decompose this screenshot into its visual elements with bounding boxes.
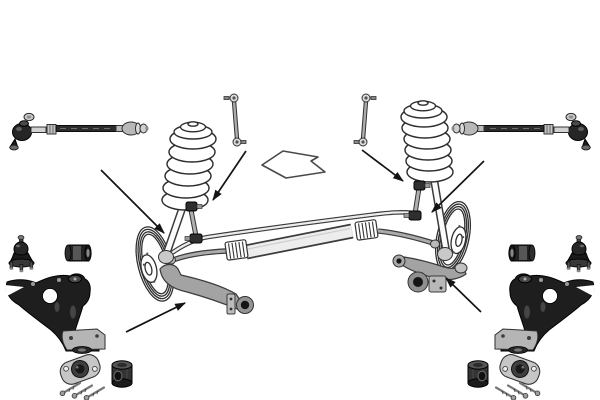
control-arm-bushing-right [508,244,536,262]
control-arm-mounted-right [392,254,468,293]
control-arm-right [494,273,596,354]
subframe-bushing-right [467,360,489,388]
stabilizer-link-left [224,94,246,146]
annotation-arrows [100,149,485,333]
tie-rod-assembly-right [451,112,591,151]
stabilizer-link-right [354,94,376,146]
control-arm-left [4,273,106,354]
drop-link-mounted-left [184,201,203,244]
pointer-arrow [361,149,404,182]
rack-bellows-left [224,239,249,261]
rack-bellows-right [354,219,379,241]
console-bracket-left [56,350,106,400]
ball-joint-right [565,235,592,273]
ball-joint-left [8,235,35,273]
axle-assembly [135,100,471,315]
console-bracket-right [494,350,544,400]
spare-parts-right [354,94,596,400]
pointer-arrow [100,169,165,234]
drop-link-mounted-right [403,180,431,221]
coil-spring-left [161,121,217,211]
tie-rod-assembly-left [9,112,149,151]
control-arm-bushing-left [64,244,92,262]
subframe-bushing-left [111,360,133,388]
pointer-arrow [431,160,485,213]
pointer-arrow [445,277,482,313]
pointer-arrow [212,150,247,201]
brake-disc-left [135,226,175,302]
direction-arrow-icon [261,150,326,179]
coil-spring-right [400,100,454,183]
pointer-arrow [125,302,186,333]
control-arm-mounted-left [159,263,254,315]
